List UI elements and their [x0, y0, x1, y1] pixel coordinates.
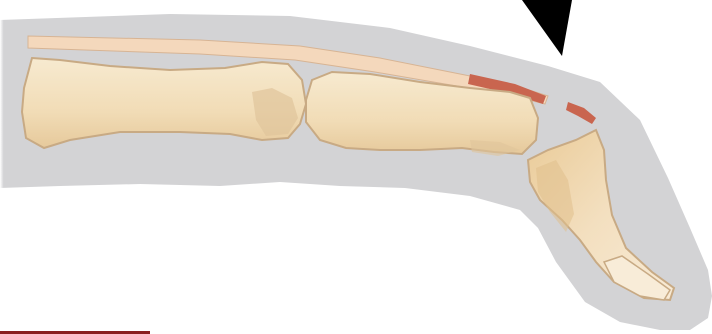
arrow-indicator-icon — [522, 0, 572, 56]
silhouette-fade — [0, 0, 60, 334]
